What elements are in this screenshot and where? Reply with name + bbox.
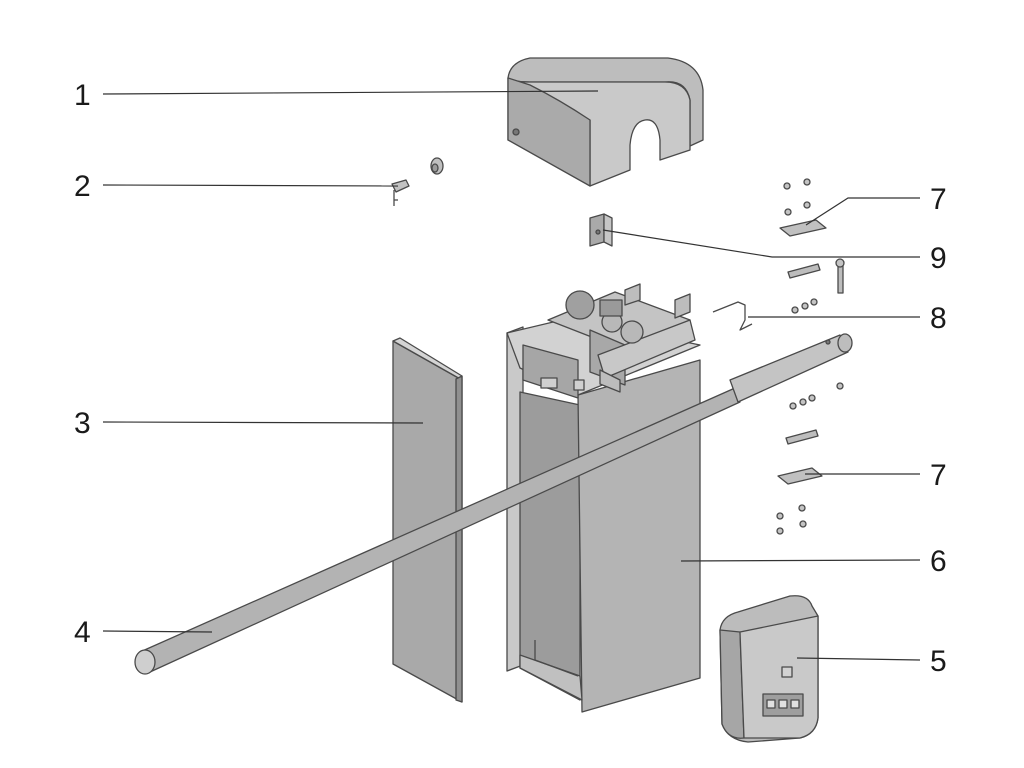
control-box-icon — [719, 595, 819, 743]
release-crank-icon — [712, 301, 753, 331]
leader-5 — [796, 657, 921, 661]
leader-lines — [102, 90, 921, 661]
mounting-bracket-lower-icon — [776, 382, 844, 535]
motor-assembly-icon — [547, 283, 696, 393]
boom-arm-icon — [134, 333, 853, 675]
callout-7-top: 7 — [930, 183, 947, 216]
leader-9 — [602, 229, 920, 258]
callout-2: 2 — [74, 170, 91, 203]
leader-6 — [680, 559, 921, 562]
leader-4 — [102, 630, 213, 633]
leader-7a — [805, 197, 920, 226]
callout-labels: 1 2 3 4 5 6 7 7 8 9 — [74, 79, 947, 678]
motor-cover-icon — [507, 57, 704, 187]
key-icon — [391, 157, 444, 206]
leader-2 — [102, 184, 399, 187]
callout-9: 9 — [930, 242, 947, 275]
leader-3 — [102, 421, 424, 424]
callout-8: 8 — [930, 302, 947, 335]
limit-bracket-icon — [589, 213, 613, 247]
callout-7-bottom: 7 — [930, 459, 947, 492]
callout-6: 6 — [930, 545, 947, 578]
callout-5: 5 — [930, 645, 947, 678]
leader-1 — [102, 90, 599, 95]
cabinet-housing-icon — [506, 317, 701, 713]
callout-4: 4 — [74, 616, 91, 649]
mounting-bracket-icon — [779, 178, 845, 314]
callout-1: 1 — [74, 79, 91, 112]
callout-3: 3 — [74, 407, 91, 440]
